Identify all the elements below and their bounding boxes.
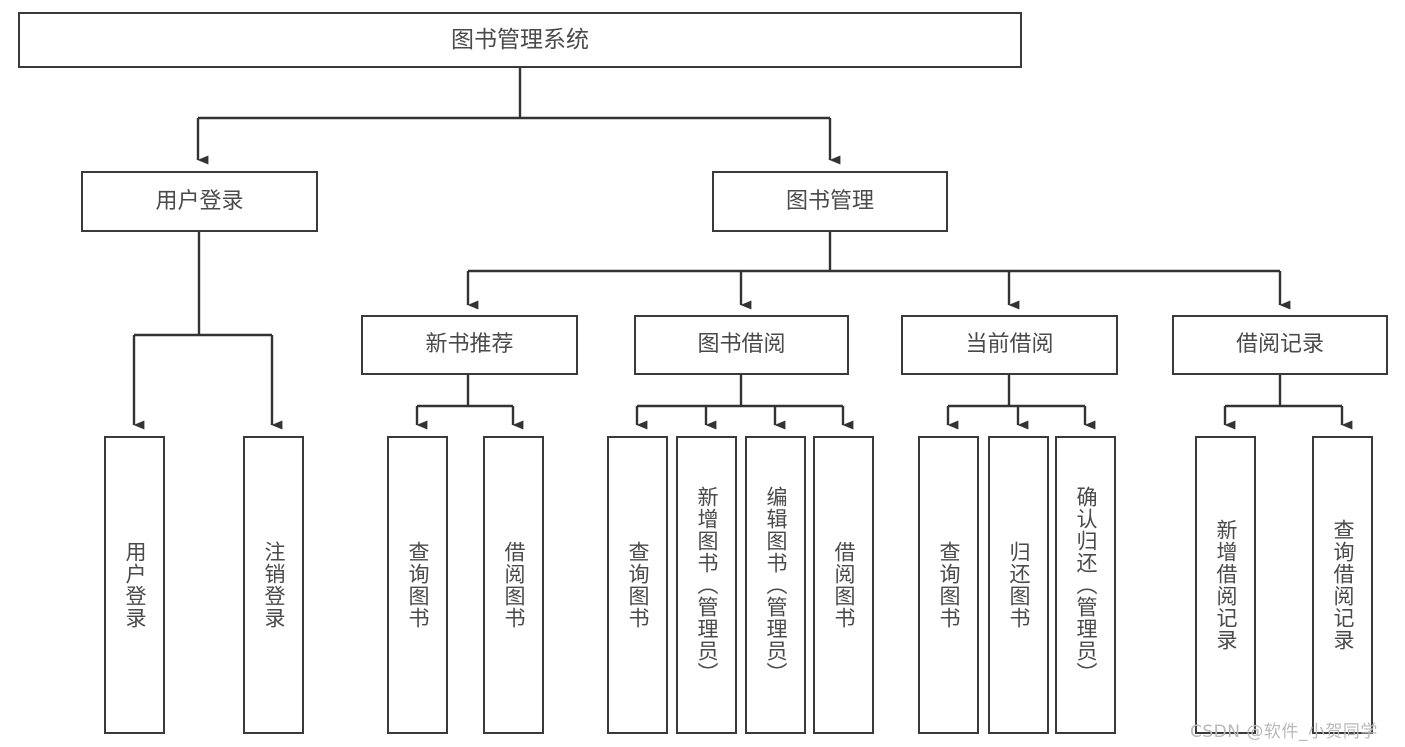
leaf-current-borrow-query-label: 查询图书 xyxy=(937,541,961,629)
leaf-user-login-login[interactable]: 用户登录 xyxy=(104,436,165,734)
leaf-book-borrow-borrow[interactable]: 借阅图书 xyxy=(813,436,874,734)
leaf-user-login-logout[interactable]: 注销登录 xyxy=(243,436,304,734)
leaf-current-borrow-confirm-return[interactable]: 确认归还（管理员） xyxy=(1055,436,1116,734)
node-new-book-recommendation-label: 新书推荐 xyxy=(425,332,514,358)
leaf-book-borrow-edit[interactable]: 编辑图书（管理员） xyxy=(745,436,806,734)
leaf-borrow-record-add-label: 新增借阅记录 xyxy=(1214,519,1238,651)
leaf-new-book-borrow-label: 借阅图书 xyxy=(502,541,526,629)
node-new-book-recommendation[interactable]: 新书推荐 xyxy=(361,315,578,375)
node-root[interactable]: 图书管理系统 xyxy=(18,12,1022,68)
leaf-new-book-query[interactable]: 查询图书 xyxy=(387,436,448,734)
node-book-borrowing[interactable]: 图书借阅 xyxy=(634,315,849,375)
leaf-book-borrow-edit-label: 编辑图书（管理员） xyxy=(764,486,788,684)
leaf-current-borrow-return-label: 归还图书 xyxy=(1007,541,1031,629)
leaf-borrow-record-add[interactable]: 新增借阅记录 xyxy=(1195,436,1256,734)
node-book-borrowing-label: 图书借阅 xyxy=(697,332,786,358)
leaf-borrow-record-query-label: 查询借阅记录 xyxy=(1331,519,1355,651)
node-borrowing-record-label: 借阅记录 xyxy=(1235,332,1324,358)
leaf-borrow-record-query[interactable]: 查询借阅记录 xyxy=(1312,436,1373,734)
leaf-current-borrow-confirm-return-label: 确认归还（管理员） xyxy=(1074,486,1098,684)
leaf-book-borrow-query-label: 查询图书 xyxy=(626,541,650,629)
leaf-current-borrow-query[interactable]: 查询图书 xyxy=(918,436,979,734)
node-current-borrowing-label: 当前借阅 xyxy=(965,332,1054,358)
leaf-current-borrow-return[interactable]: 归还图书 xyxy=(988,436,1049,734)
leaf-new-book-borrow[interactable]: 借阅图书 xyxy=(483,436,544,734)
leaf-book-borrow-query[interactable]: 查询图书 xyxy=(607,436,668,734)
node-book-management[interactable]: 图书管理 xyxy=(712,171,948,232)
node-root-label: 图书管理系统 xyxy=(451,26,589,53)
leaf-book-borrow-add-label: 新增图书（管理员） xyxy=(695,486,719,684)
node-user-login[interactable]: 用户登录 xyxy=(81,171,318,232)
node-borrowing-record[interactable]: 借阅记录 xyxy=(1172,315,1388,375)
watermark: CSDN @软件_小贺同学 xyxy=(1190,722,1378,742)
node-user-login-label: 用户登录 xyxy=(155,188,244,214)
leaf-book-borrow-borrow-label: 借阅图书 xyxy=(832,541,856,629)
leaf-new-book-query-label: 查询图书 xyxy=(406,541,430,629)
leaf-user-login-logout-label: 注销登录 xyxy=(262,541,286,629)
leaf-user-login-login-label: 用户登录 xyxy=(123,541,147,629)
leaf-book-borrow-add[interactable]: 新增图书（管理员） xyxy=(676,436,737,734)
node-book-management-label: 图书管理 xyxy=(785,188,874,214)
node-current-borrowing[interactable]: 当前借阅 xyxy=(901,315,1118,375)
